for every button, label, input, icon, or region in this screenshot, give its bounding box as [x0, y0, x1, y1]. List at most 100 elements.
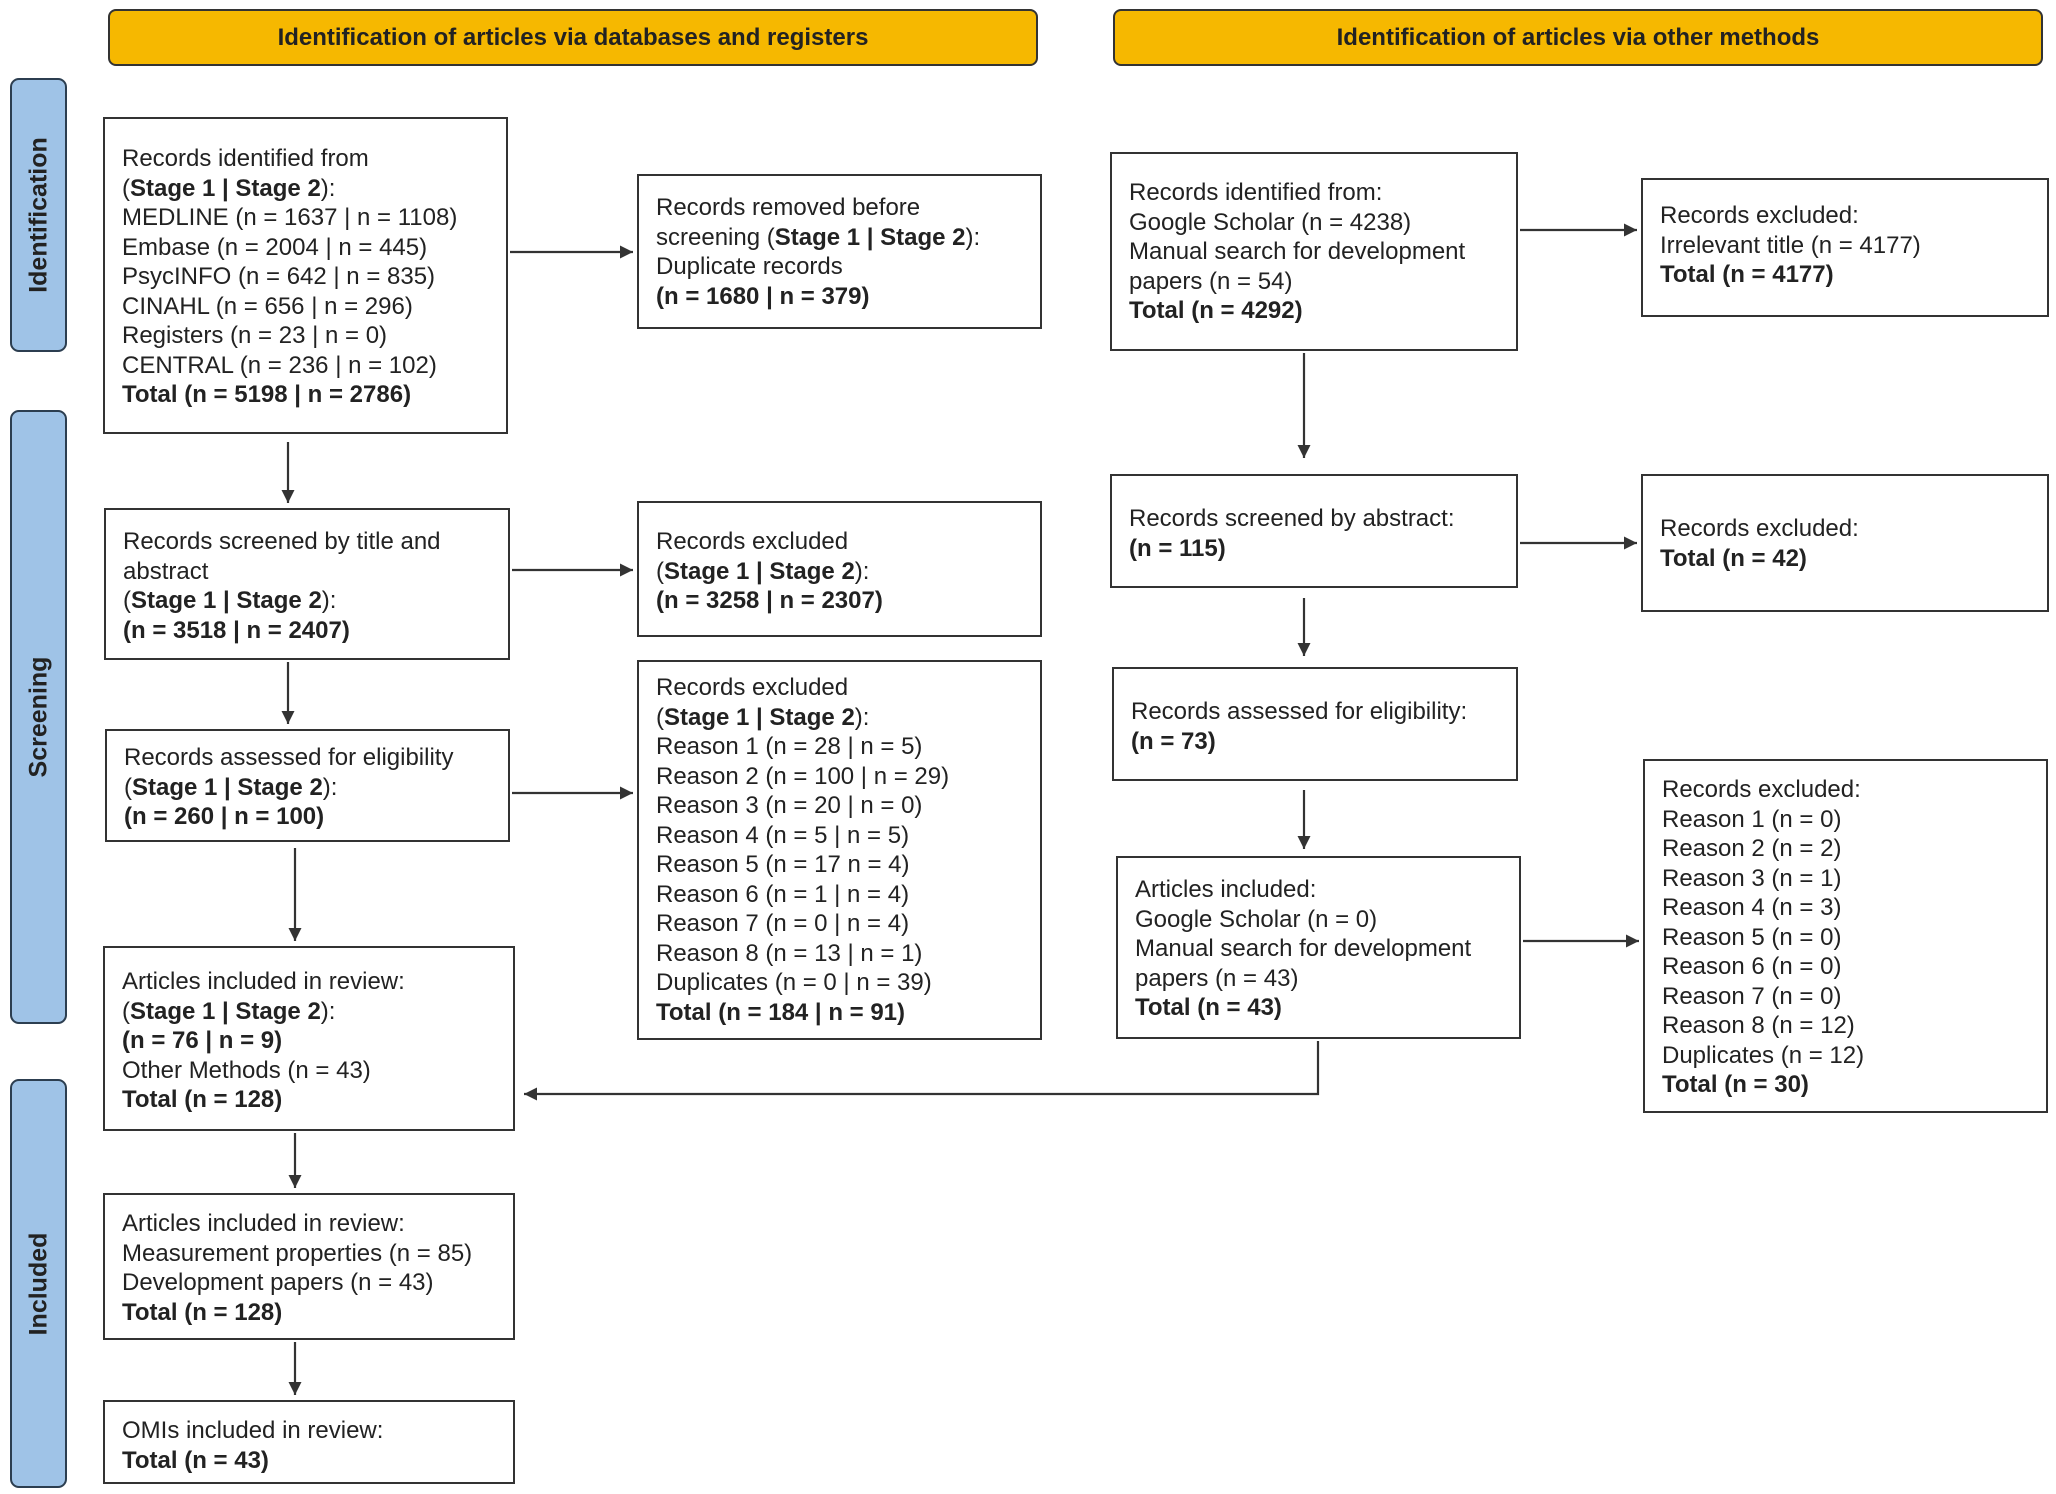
reason-line: Duplicates (n = 0 | n = 39) — [656, 969, 932, 996]
reason-line: Reason 7 (n = 0) — [1662, 982, 1842, 1010]
text-line: Records screened by title and — [123, 528, 441, 555]
reason-line: Reason 2 (n = 2) — [1662, 835, 1842, 862]
text-line: (Stage 1 | Stage 2): — [123, 586, 498, 616]
stage-label: Stage 1 | Stage 2 — [664, 557, 855, 585]
phase-identification: Identification — [10, 78, 67, 352]
total-line: (n = 260 | n = 100) — [124, 803, 325, 830]
box-records-screened-title-abstract: Records screened by title and abstract (… — [104, 508, 510, 660]
text-close: ): — [965, 223, 981, 251]
header-databases: Identification of articles via databases… — [108, 9, 1038, 66]
text-line: Records excluded: — [1662, 776, 1861, 803]
text-close: ): — [854, 703, 870, 731]
text-line: (Stage 1 | Stage 2): — [122, 997, 503, 1027]
box-omis-included: OMIs included in review: Total (n = 43) — [103, 1400, 515, 1484]
text-line: Manual search for development — [1135, 935, 1472, 962]
text-line: Records removed before — [656, 194, 921, 221]
reason-line: Reason 5 (n = 17 n = 4) — [656, 851, 910, 878]
reason-line: Reason 7 (n = 0 | n = 4) — [656, 910, 910, 937]
text-line: Records assessed for eligibility — [124, 744, 454, 771]
reason-line: Reason 4 (n = 5 | n = 5) — [656, 821, 910, 849]
text-line: Google Scholar (n = 0) — [1135, 905, 1378, 933]
text-line: (Stage 1 | Stage 2): — [656, 557, 1030, 587]
text-line: (n = 76 | n = 9) — [122, 1027, 283, 1054]
text-line: Records excluded — [656, 528, 849, 555]
text-line: Google Scholar (n = 4238) — [1129, 208, 1412, 236]
text-open: ( — [656, 557, 664, 585]
text-line: Irrelevant title (n = 4177) — [1660, 231, 1921, 259]
text-line: Articles included in review: — [122, 968, 405, 995]
box-records-assessed-eligibility: Records assessed for eligibility (Stage … — [105, 729, 510, 842]
text-open: ( — [656, 703, 664, 731]
box-articles-included-final: Articles included in review: Measurement… — [103, 1193, 515, 1340]
reason-line: Reason 6 (n = 1 | n = 4) — [656, 880, 910, 908]
text-line: papers (n = 43) — [1135, 964, 1299, 992]
total-line: (n = 1680 | n = 379) — [656, 282, 870, 310]
box-records-excluded-screening: Records excluded (Stage 1 | Stage 2): (n… — [637, 501, 1042, 637]
box-records-excluded-other-reasons: Records excluded: Reason 1 (n = 0) Reaso… — [1643, 759, 2048, 1113]
total-line: Total (n = 43) — [122, 1446, 269, 1474]
text-line: OMIs included in review: — [122, 1417, 384, 1444]
text-close: ): — [854, 557, 870, 585]
reason-line: Reason 3 (n = 1) — [1662, 864, 1842, 892]
text-line: abstract — [123, 557, 209, 585]
text-line: Articles included: — [1135, 876, 1317, 903]
text-line: Records screened by abstract: — [1129, 505, 1455, 532]
box-records-excluded-title: Records excluded: Irrelevant title (n = … — [1641, 178, 2049, 317]
reason-line: Reason 6 (n = 0) — [1662, 953, 1842, 980]
total-line: Total (n = 4177) — [1660, 261, 1834, 288]
text-line: Records identified from: — [1129, 179, 1383, 206]
text-line: (Stage 1 | Stage 2): — [124, 773, 498, 803]
reason-line: Reason 8 (n = 12) — [1662, 1012, 1855, 1039]
total-line: Total (n = 30) — [1662, 1071, 1809, 1098]
total-line: Total (n = 128) — [122, 1086, 283, 1113]
text-open: ( — [122, 174, 130, 202]
text-line: Duplicate records — [656, 253, 843, 280]
box-records-identified-databases: Records identified from (Stage 1 | Stage… — [103, 117, 508, 434]
text-line: Records excluded — [656, 674, 849, 701]
phase-screening: Screening — [10, 410, 67, 1024]
source-embase: Embase (n = 2004 | n = 445) — [122, 233, 428, 261]
total-line: (n = 3518 | n = 2407) — [123, 616, 350, 644]
text-open: ( — [124, 773, 132, 801]
header-other-methods: Identification of articles via other met… — [1113, 9, 2043, 66]
text-line: Development papers (n = 43) — [122, 1269, 434, 1296]
stage-label: Stage 1 | Stage 2 — [130, 174, 321, 202]
reason-line: Reason 2 (n = 100 | n = 29) — [656, 762, 950, 790]
box-records-assessed-eligibility-other: Records assessed for eligibility: (n = 7… — [1112, 667, 1518, 781]
reason-line: Reason 5 (n = 0) — [1662, 923, 1842, 951]
reason-line: Reason 1 (n = 28 | n = 5) — [656, 733, 923, 760]
reason-line: Reason 1 (n = 0) — [1662, 805, 1842, 833]
reason-line: Reason 4 (n = 3) — [1662, 894, 1842, 921]
total-line: Total (n = 4292) — [1129, 297, 1303, 324]
total-line: (n = 3258 | n = 2307) — [656, 587, 883, 614]
total-line: Total (n = 42) — [1660, 544, 1807, 572]
reason-line: Reason 3 (n = 20 | n = 0) — [656, 792, 923, 819]
text-line: (Stage 1 | Stage 2): — [656, 703, 1030, 733]
text-close: ): — [321, 587, 337, 614]
source-central: CENTRAL (n = 236 | n = 102) — [122, 351, 437, 379]
text-close: ): — [320, 997, 336, 1025]
text-line: Other Methods (n = 43) — [122, 1056, 371, 1084]
stage-label: Stage 1 | Stage 2 — [774, 223, 966, 251]
text-close: ): — [322, 773, 338, 801]
stage-label: Stage 1 | Stage 2 — [131, 587, 322, 614]
total-line: Total (n = 43) — [1135, 994, 1282, 1021]
text-line: Records excluded: — [1660, 515, 1859, 542]
text-line: Records assessed for eligibility: — [1131, 698, 1468, 725]
stage-label: Stage 1 | Stage 2 — [664, 703, 855, 731]
box-articles-included-other: Articles included: Google Scholar (n = 0… — [1116, 856, 1521, 1039]
source-medline: MEDLINE (n = 1637 | n = 1108) — [122, 204, 458, 231]
source-registers: Registers (n = 23 | n = 0) — [122, 322, 388, 349]
text-line: Manual search for development — [1129, 238, 1466, 265]
total-line: Total (n = 5198 | n = 2786) — [122, 381, 412, 408]
text-line: screening (Stage 1 | Stage 2): — [656, 223, 1030, 253]
box-articles-included-review: Articles included in review: (Stage 1 | … — [103, 946, 515, 1131]
box-records-screened-abstract: Records screened by abstract: (n = 115) — [1110, 474, 1518, 588]
text-open: ( — [122, 997, 130, 1025]
source-psycinfo: PsycINFO (n = 642 | n = 835) — [122, 263, 436, 290]
stage-label: Stage 1 | Stage 2 — [132, 773, 323, 801]
total-line: (n = 73) — [1131, 727, 1216, 755]
text-line: Records excluded: — [1660, 202, 1859, 229]
text-close: ): — [320, 174, 336, 202]
